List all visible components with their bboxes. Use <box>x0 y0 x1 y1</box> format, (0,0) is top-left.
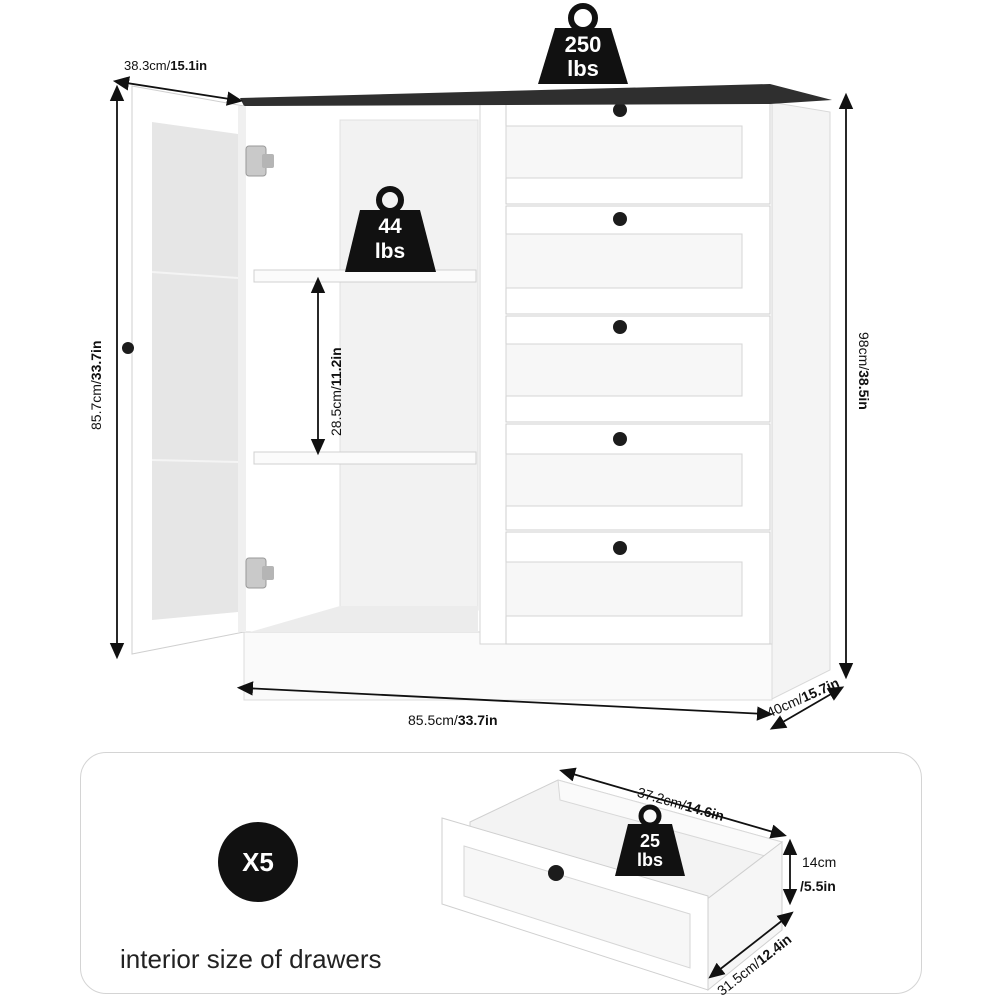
shelf-weight-value: 44 <box>378 215 402 238</box>
shelf-lower <box>253 451 477 465</box>
knob-icon <box>613 212 627 226</box>
knob-icon <box>613 320 627 334</box>
dimension-arrow-icon <box>769 686 845 730</box>
weight-icon <box>345 186 436 272</box>
shelf-weight-label: 44 lbs <box>356 216 424 262</box>
total-width-label: 85.5cm/33.7in <box>408 712 498 728</box>
door-knob-icon <box>122 342 134 354</box>
top-weight-label: 250 lbs <box>548 34 618 80</box>
knob-icon <box>548 865 564 881</box>
drawer-weight-unit: lbs <box>636 850 663 870</box>
drawer-caption: interior size of drawers <box>120 944 382 974</box>
dimension-arrow-icon <box>708 911 794 979</box>
weight-icon <box>538 3 628 84</box>
dimension-arrow-icon <box>112 76 244 106</box>
drawer-front-panel <box>463 845 691 969</box>
drawer-1 <box>505 99 771 205</box>
top-weight-value: 250 <box>564 32 602 57</box>
door-width-label: 38.3cm/15.1in <box>124 58 208 73</box>
hinge-icon <box>245 145 274 177</box>
dimension-arrow-icon <box>559 767 787 839</box>
drawer-weight-value: 25 <box>639 831 661 851</box>
drawer-height-imperial: /5.5in <box>800 878 836 894</box>
hinge-icon <box>245 557 274 589</box>
knob-icon <box>613 541 627 555</box>
drawer-weight-label: 25 lbs <box>622 832 678 869</box>
compartment-floor <box>250 606 478 632</box>
drawer-5 <box>505 531 771 645</box>
cabinet-top <box>240 84 832 106</box>
door-edge <box>238 106 246 632</box>
shelf-weight-unit: lbs <box>374 240 406 263</box>
dimension-arrow-icon <box>236 681 774 721</box>
knob-icon <box>613 432 627 446</box>
drawer-2 <box>505 205 771 315</box>
knob-icon <box>613 103 627 117</box>
drawer-count-badge: X5 <box>218 822 298 902</box>
drawer-height-metric: 14cm <box>802 854 837 870</box>
weight-icon <box>615 804 685 876</box>
top-weight-unit: lbs <box>567 56 599 81</box>
drawer-3 <box>505 315 771 423</box>
drawer-4 <box>505 423 771 531</box>
door-glass-pane <box>152 122 238 620</box>
